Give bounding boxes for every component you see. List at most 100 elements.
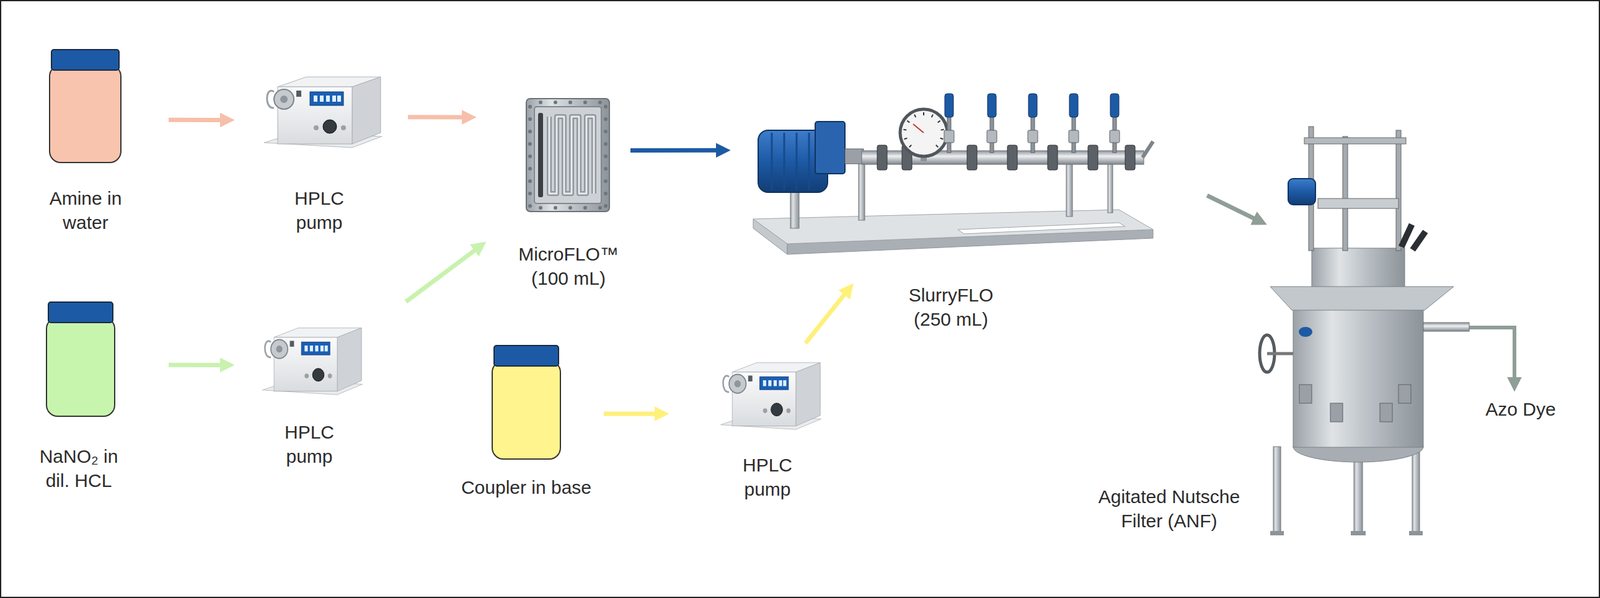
valve-body bbox=[1109, 130, 1120, 143]
bolt bbox=[528, 104, 532, 109]
equipment-node: Amine in water bbox=[48, 48, 122, 164]
outlet-pipe bbox=[1423, 322, 1470, 332]
display-segment bbox=[778, 380, 782, 386]
gauge-tick bbox=[903, 128, 907, 131]
equipment-label: NaNO₂ in dil. HCL bbox=[32, 443, 126, 493]
pump-head bbox=[274, 89, 294, 110]
equipment-node: MicroFLO™ (100 mL) bbox=[525, 97, 610, 213]
gauge-tick bbox=[936, 145, 939, 148]
outlet-fitting bbox=[1142, 141, 1154, 158]
pump-illustration bbox=[252, 324, 366, 398]
flow-arrow bbox=[805, 293, 845, 343]
anf-illustration bbox=[1249, 123, 1470, 536]
equipment-node: NaNO₂ in dil. HCL bbox=[45, 301, 116, 417]
gauge-tick bbox=[923, 112, 925, 116]
bolt bbox=[603, 117, 608, 121]
filter-leg bbox=[1273, 446, 1281, 534]
bottle-cap bbox=[51, 49, 120, 71]
gauge-tick bbox=[940, 138, 944, 140]
stand bbox=[1107, 163, 1113, 213]
bolt bbox=[553, 205, 558, 210]
bolt bbox=[583, 205, 588, 210]
drive-motor bbox=[1288, 178, 1316, 205]
pump-switch bbox=[748, 375, 753, 381]
tube-clamp bbox=[877, 145, 888, 170]
equipment-node: HPLC pump bbox=[252, 73, 386, 152]
display-segment bbox=[313, 95, 318, 102]
flow-arrow bbox=[407, 114, 464, 120]
pump-art bbox=[720, 362, 821, 430]
bolt bbox=[538, 205, 543, 210]
leg-foot bbox=[1409, 530, 1423, 535]
valve-handle bbox=[1110, 93, 1119, 118]
pump-button bbox=[763, 407, 768, 413]
gauge-tick bbox=[904, 138, 908, 140]
pump-tube bbox=[267, 90, 275, 108]
bolt bbox=[528, 154, 532, 159]
pump-button bbox=[304, 373, 309, 379]
pump-head bbox=[270, 339, 288, 359]
pump-tube bbox=[722, 375, 730, 392]
upper-body bbox=[1311, 247, 1405, 288]
display-segment bbox=[326, 95, 330, 102]
tube-clamp bbox=[1125, 145, 1136, 170]
motor-rib bbox=[771, 132, 774, 190]
flow-arrow bbox=[630, 148, 718, 153]
bottle-body bbox=[49, 65, 121, 163]
bolt bbox=[598, 205, 602, 210]
vessel-body bbox=[1293, 305, 1424, 447]
pump-display bbox=[301, 341, 330, 355]
bolt bbox=[603, 104, 608, 109]
reactor-window bbox=[534, 106, 602, 204]
base-plate-top bbox=[753, 209, 1154, 244]
bolt bbox=[603, 141, 608, 146]
gearbox bbox=[815, 121, 845, 174]
pump-head-hub bbox=[734, 380, 741, 387]
frame-bar bbox=[1304, 137, 1406, 144]
equipment-label: MicroFLO™ (100 mL) bbox=[509, 241, 628, 291]
side-port bbox=[1299, 384, 1312, 403]
bolt bbox=[603, 154, 608, 159]
frame-bar bbox=[1317, 198, 1399, 209]
wheel-shaft bbox=[1267, 352, 1294, 356]
gauge-needle bbox=[913, 123, 924, 133]
vessel-skirt bbox=[1270, 286, 1454, 310]
pump-knob bbox=[322, 119, 337, 134]
bolt bbox=[598, 100, 602, 105]
equipment-label: Amine in water bbox=[39, 185, 133, 235]
bolt bbox=[568, 100, 573, 105]
bottle-illustration bbox=[45, 301, 116, 417]
outlet-arrow bbox=[1438, 327, 1515, 379]
gauge-tick bbox=[931, 114, 933, 118]
bolt bbox=[528, 141, 532, 146]
equipment-label: Coupler in base bbox=[445, 474, 607, 500]
equipment-label: Agitated Nutsche Filter (ANF) bbox=[1091, 484, 1247, 533]
pump-knob bbox=[771, 402, 783, 416]
leg-foot bbox=[1350, 530, 1366, 535]
bolt bbox=[528, 191, 532, 196]
valve-body bbox=[986, 130, 997, 143]
pump-button bbox=[786, 407, 791, 413]
stand bbox=[1066, 163, 1073, 217]
bottle-cap bbox=[48, 301, 113, 323]
pump-head-hub bbox=[275, 345, 283, 353]
frame-post bbox=[1342, 136, 1348, 251]
pressure-gauge bbox=[900, 109, 948, 157]
vessel-logo bbox=[1298, 326, 1313, 337]
pump-button bbox=[313, 125, 319, 131]
bolt bbox=[528, 179, 532, 183]
base-plate-slot bbox=[957, 222, 1126, 234]
valve-handle bbox=[987, 93, 997, 118]
bolt bbox=[603, 166, 608, 171]
pump-head bbox=[729, 374, 746, 394]
bolt bbox=[603, 179, 608, 183]
bolt bbox=[603, 203, 608, 208]
valve-handle bbox=[1028, 93, 1038, 118]
flow-arrow bbox=[603, 411, 656, 416]
pump-head-hub bbox=[280, 95, 288, 103]
pump-art bbox=[264, 76, 382, 148]
bolt bbox=[528, 129, 532, 134]
valve-handle bbox=[1410, 229, 1429, 252]
